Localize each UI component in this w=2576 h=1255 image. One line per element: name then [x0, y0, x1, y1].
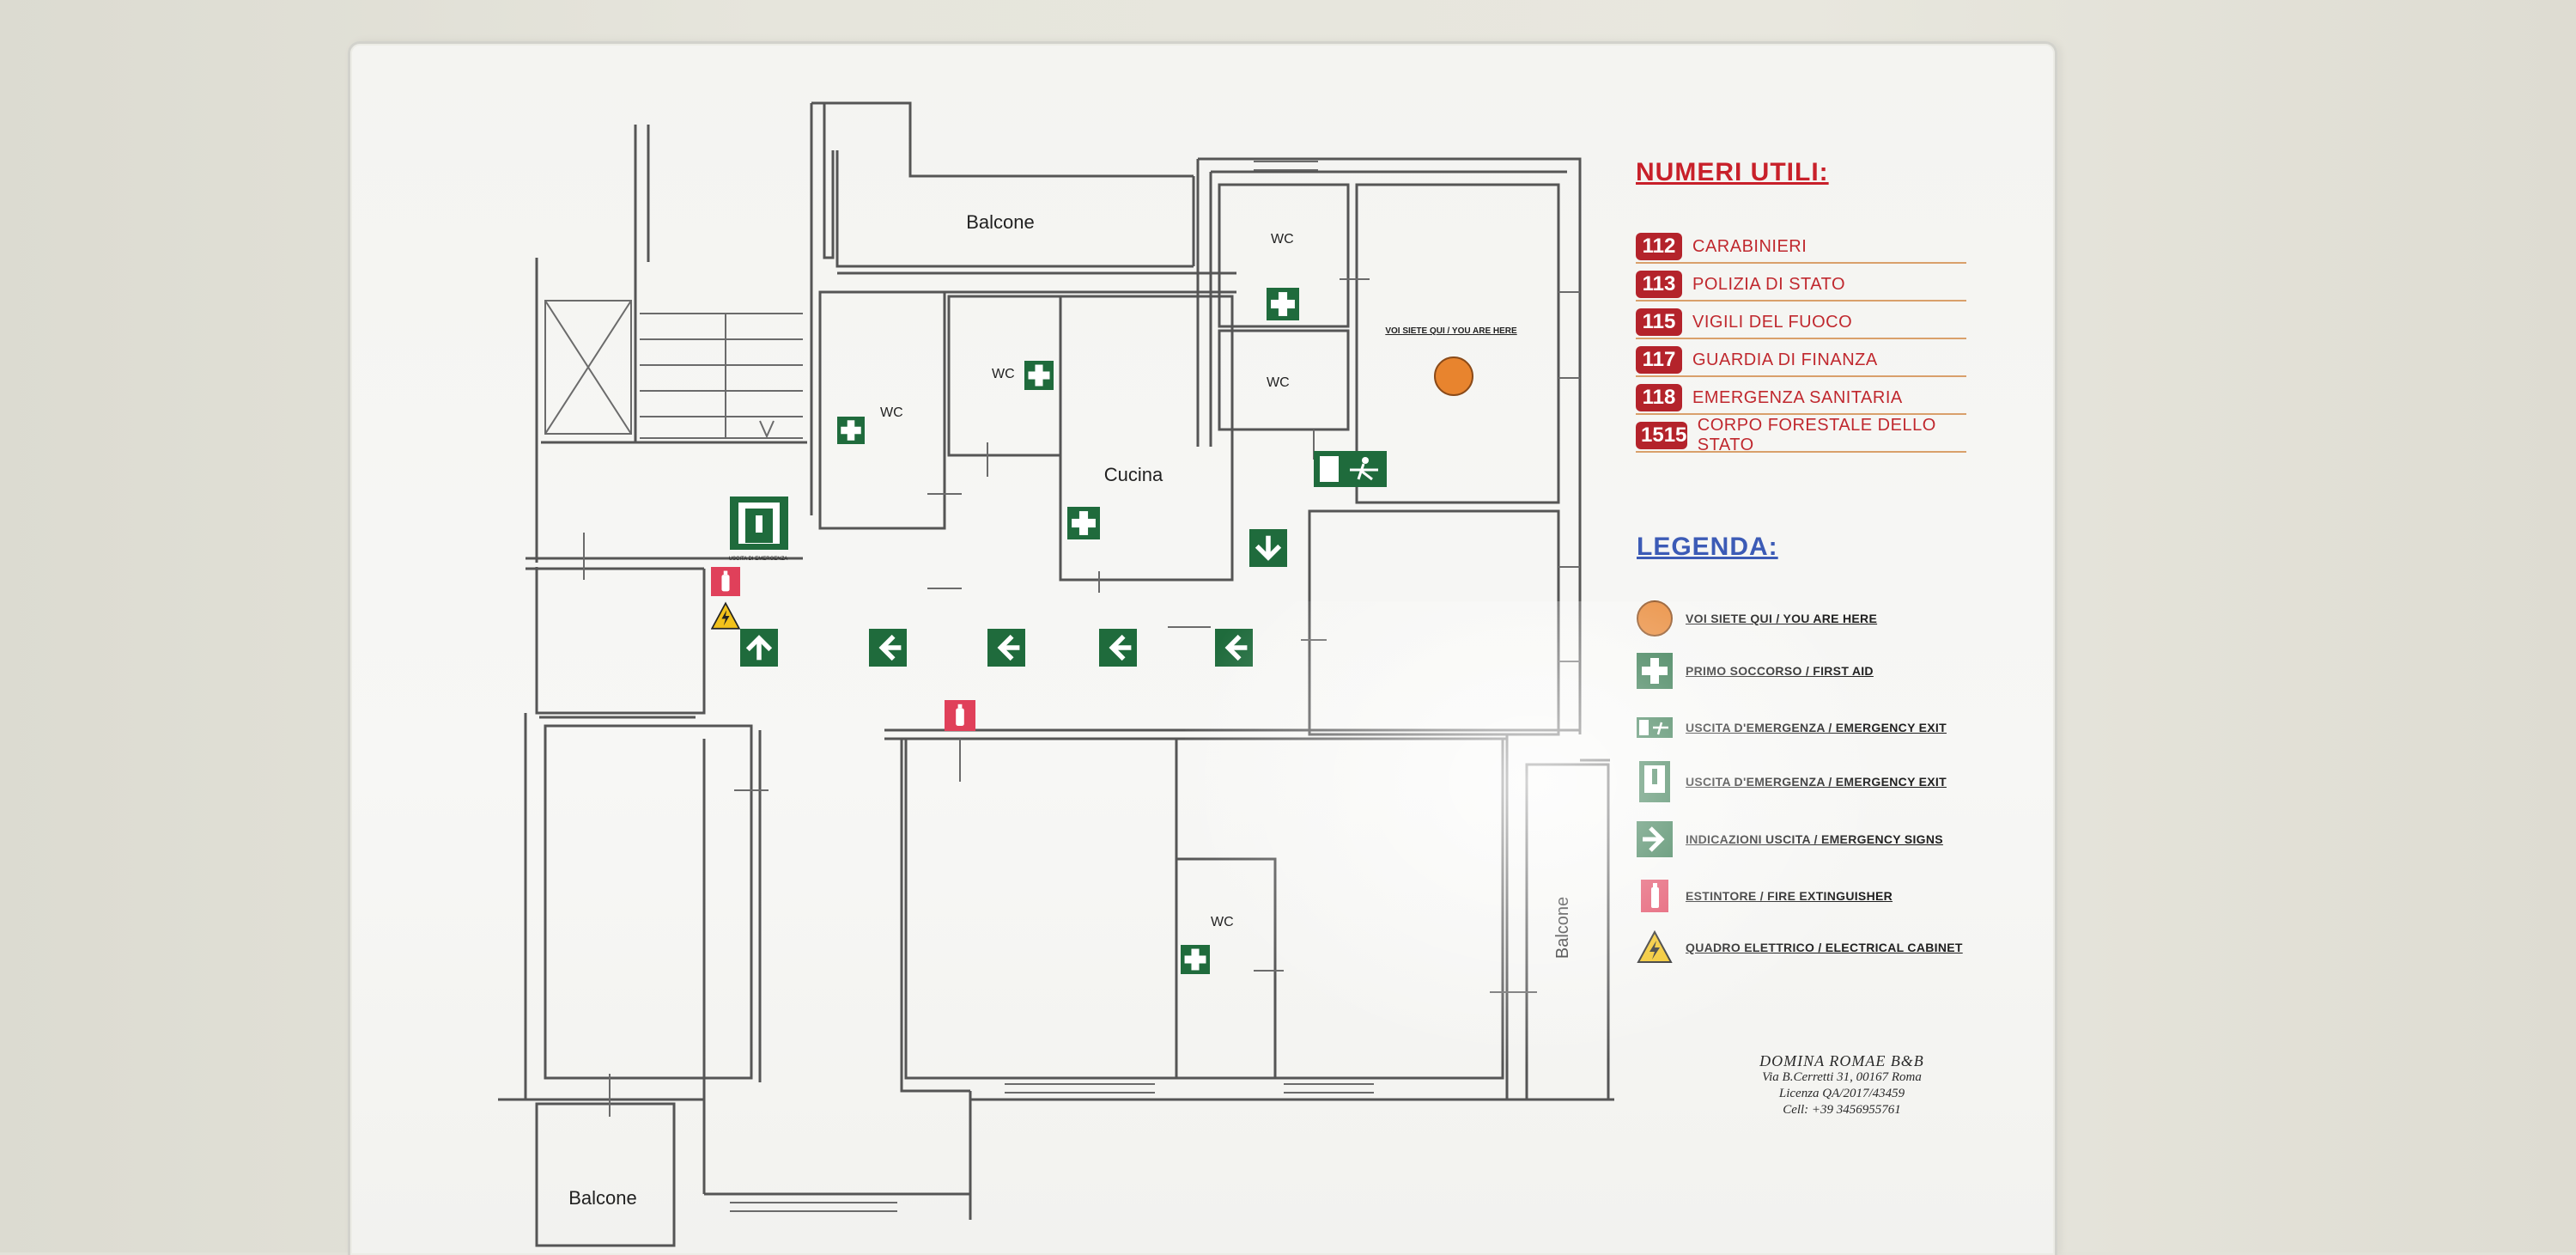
direction-arrow-left-icon	[1099, 629, 1137, 667]
direction-arrow-icon	[1636, 820, 1674, 858]
legend-item: INDICAZIONI USCITA / EMERGENCY SIGNS	[1636, 820, 1943, 858]
number-row: 117 GUARDIA DI FINANZA	[1636, 344, 1966, 377]
number-row: 118 EMERGENZA SANITARIA	[1636, 382, 1966, 415]
you-are-here-marker-icon	[1434, 356, 1473, 396]
room-label-wc: WC	[1267, 375, 1290, 390]
number-name: POLIZIA DI STATO	[1692, 274, 1846, 294]
exit-sign-caption: USCITA DI EMERGENZA	[729, 557, 788, 562]
bnb-name: DOMINA ROMAE B&B	[1759, 1052, 1924, 1069]
electrical-warning-icon	[711, 602, 740, 630]
legend-label: USCITA D'EMERGENZA / EMERGENCY EXIT	[1686, 775, 1947, 789]
legend-item: ESTINTORE / FIRE EXTINGUISHER	[1636, 877, 1893, 915]
legend-item: QUADRO ELETTRICO / ELECTRICAL CABINET	[1636, 929, 1963, 966]
bnb-address-block: DOMINA ROMAE B&B Via B.Cerretti 31, 0016…	[1726, 1053, 1958, 1118]
fire-extinguisher-icon	[1636, 877, 1674, 915]
you-are-here-caption: VOI SIETE QUI / YOU ARE HERE	[1385, 326, 1517, 336]
emergency-exit-running-icon	[1314, 451, 1387, 487]
fire-extinguisher-icon	[711, 567, 740, 596]
number-name: GUARDIA DI FINANZA	[1692, 350, 1878, 369]
number-code: 117	[1636, 346, 1682, 374]
room-label-balcone-right: Balcone	[1553, 897, 1572, 959]
room-label-cucina: Cucina	[1104, 464, 1163, 485]
room-label-wc: WC	[1211, 915, 1234, 929]
legend-item: VOI SIETE QUI / YOU ARE HERE	[1636, 600, 1877, 637]
number-name: VIGILI DEL FUOCO	[1692, 312, 1853, 332]
number-row: 1515 CORPO FORESTALE DELLO STATO	[1636, 416, 1966, 454]
legend-label: PRIMO SOCCORSO / FIRST AID	[1686, 664, 1874, 678]
legend-label: ESTINTORE / FIRE EXTINGUISHER	[1686, 889, 1893, 903]
emergency-exit-door-icon	[1636, 761, 1674, 802]
legend-title: LEGENDA:	[1637, 533, 1778, 561]
legend-label: USCITA D'EMERGENZA / EMERGENCY EXIT	[1686, 721, 1947, 734]
number-name: CARABINIERI	[1692, 236, 1807, 256]
number-row: 113 POLIZIA DI STATO	[1636, 269, 1966, 302]
legend-item: USCITA D'EMERGENZA / EMERGENCY EXIT	[1636, 761, 1947, 802]
direction-arrow-left-icon	[987, 629, 1025, 667]
legend-label: VOI SIETE QUI / YOU ARE HERE	[1686, 612, 1878, 625]
emergency-exit-running-icon	[1636, 709, 1674, 746]
bnb-street: Via B.Cerretti 31, 00167 Roma	[1762, 1070, 1922, 1084]
number-code: 115	[1636, 308, 1682, 336]
direction-arrow-down-icon	[1249, 529, 1287, 567]
first-aid-cross-icon	[1067, 507, 1100, 539]
room-label-wc: WC	[1271, 232, 1294, 247]
number-name: EMERGENZA SANITARIA	[1692, 387, 1903, 407]
bnb-license: Licenza QA/2017/43459	[1778, 1087, 1905, 1100]
orange-dot-icon	[1636, 600, 1674, 637]
number-code: 113	[1636, 271, 1682, 298]
fire-extinguisher-icon	[945, 700, 975, 731]
electrical-warning-icon	[1636, 929, 1674, 966]
number-row: 115 VIGILI DEL FUOCO	[1636, 307, 1966, 339]
number-code: 118	[1636, 384, 1682, 411]
room-label-balcone-bottom: Balcone	[568, 1187, 637, 1209]
first-aid-cross-icon	[1181, 945, 1210, 974]
room-label-balcone-top: Balcone	[966, 211, 1035, 233]
legend-label: QUADRO ELETTRICO / ELECTRICAL CABINET	[1686, 941, 1963, 954]
number-code: 112	[1636, 233, 1682, 260]
legend-label: INDICAZIONI USCITA / EMERGENCY SIGNS	[1686, 832, 1943, 846]
walls	[498, 101, 1614, 1247]
first-aid-cross-icon	[1636, 652, 1674, 690]
room-label-wc: WC	[880, 405, 903, 420]
legend-item: USCITA D'EMERGENZA / EMERGENCY EXIT	[1636, 709, 1947, 746]
first-aid-cross-icon	[1024, 361, 1054, 390]
number-row: 112 CARABINIERI	[1636, 231, 1966, 264]
direction-arrow-left-icon	[1215, 629, 1253, 667]
legend-item: PRIMO SOCCORSO / FIRST AID	[1636, 652, 1874, 690]
first-aid-cross-icon	[1267, 288, 1299, 320]
number-name: CORPO FORESTALE DELLO STATO	[1697, 416, 1936, 454]
number-code: 1515	[1636, 422, 1687, 449]
direction-arrow-left-icon	[869, 629, 907, 667]
bnb-phone: Cell: +39 3456955761	[1783, 1103, 1901, 1117]
room-label-wc: WC	[992, 367, 1015, 381]
first-aid-cross-icon	[837, 417, 865, 444]
emergency-exit-door-icon	[730, 497, 788, 550]
numbers-title: NUMERI UTILI:	[1636, 158, 1829, 186]
plan-symbols	[711, 288, 1473, 974]
direction-arrow-up-icon	[740, 629, 778, 667]
room-labels: Balcone Cucina Balcone Balcone WC WC WC …	[568, 211, 1572, 1209]
